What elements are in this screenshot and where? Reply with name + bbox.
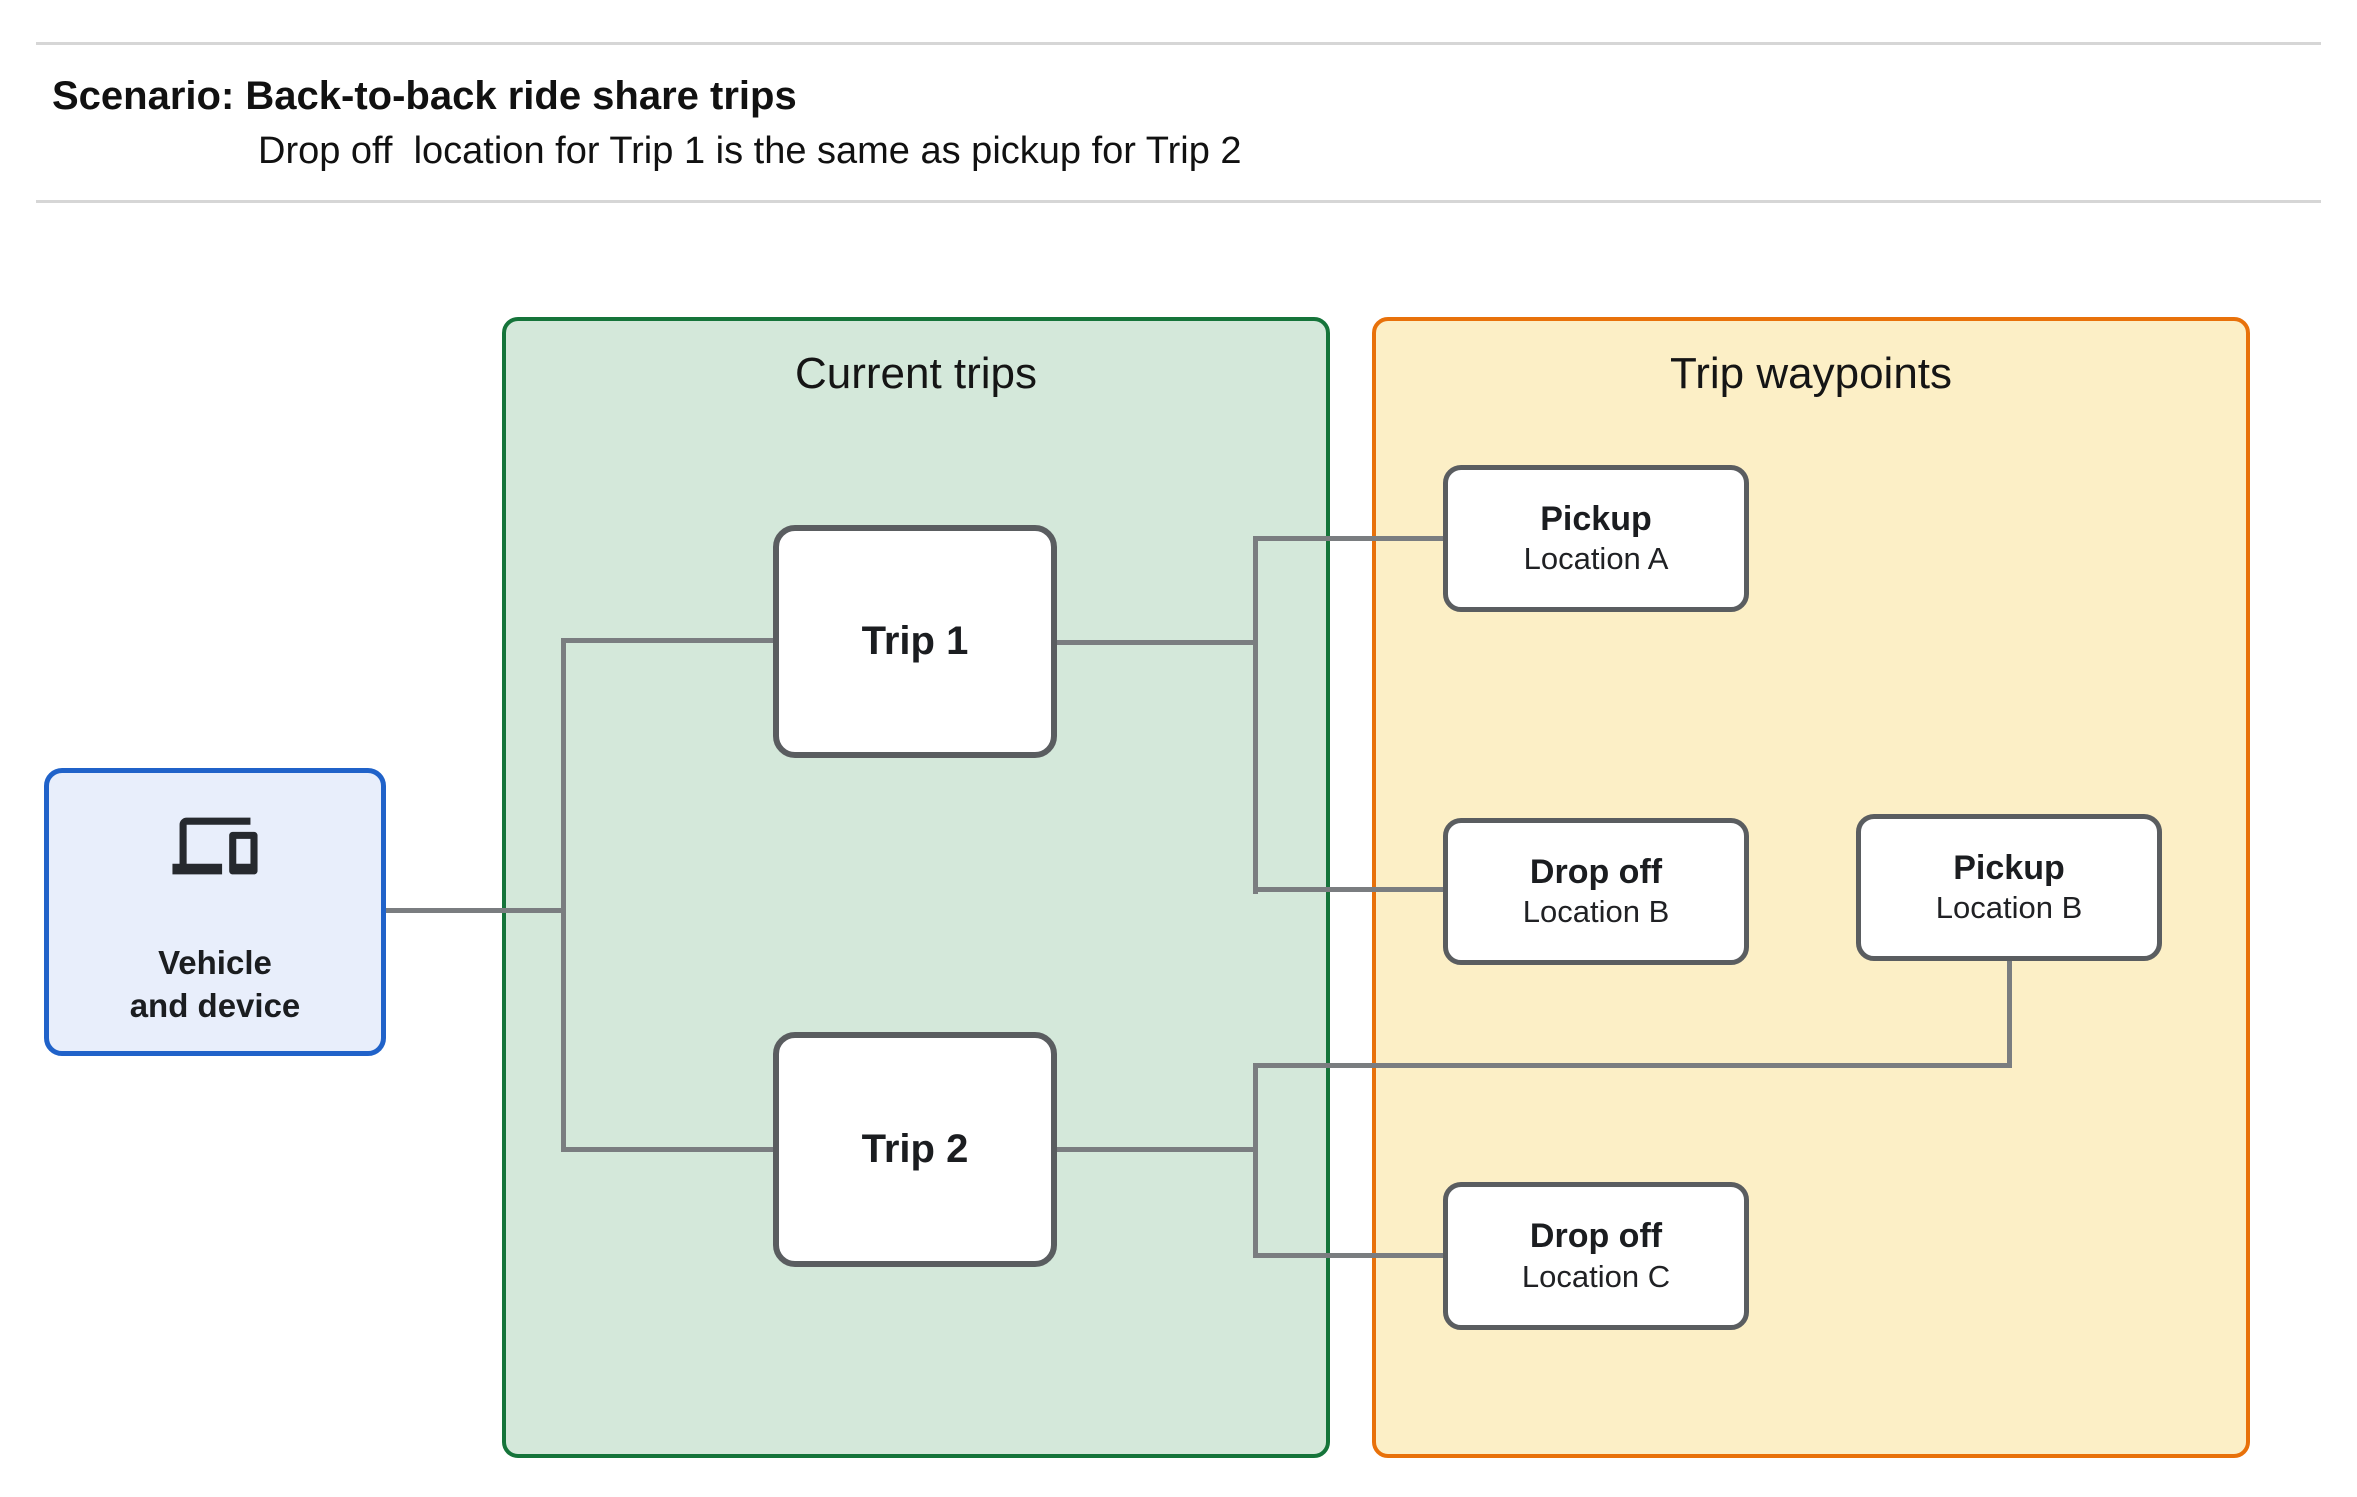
connector-trip2-to-trunk <box>1057 1147 1257 1152</box>
connector-vehicle-to-trunk <box>386 908 566 913</box>
connector-pickup-b-drop <box>2007 960 2012 1066</box>
page-title: Scenario: Back-to-back ride share trips <box>52 74 797 118</box>
waypoint-subtitle: Location A <box>1523 541 1669 577</box>
vehicle-node: Vehicle and device <box>44 768 386 1056</box>
connector-left-trunk <box>561 638 566 1152</box>
waypoint-title: Pickup <box>1953 848 2065 887</box>
connector-to-dropoff-b <box>1253 887 1445 892</box>
connector-trip1-to-trunk <box>1057 640 1257 645</box>
connector-trunk-to-trip1 <box>561 638 775 643</box>
connector-pickup-b-horizontal <box>1253 1063 2012 1068</box>
waypoint-title: Drop off <box>1529 1217 1663 1256</box>
vehicle-label-line2: and device <box>129 987 301 1024</box>
trip-2-label: Trip 2 <box>861 1127 969 1171</box>
waypoint-dropoff-location-c: Drop off Location C <box>1443 1182 1749 1330</box>
group-title-trip-waypoints: Trip waypoints <box>1669 349 1953 398</box>
vehicle-label: Vehicle and device <box>130 941 301 1027</box>
waypoint-subtitle: Location C <box>1521 1258 1671 1294</box>
waypoint-subtitle: Location B <box>1522 894 1670 930</box>
divider-top <box>36 42 2321 45</box>
waypoint-title: Pickup <box>1540 499 1652 538</box>
vehicle-label-line1: Vehicle <box>158 944 272 981</box>
trip-1-label: Trip 1 <box>861 619 969 663</box>
page-subtitle: Drop off location for Trip 1 is the same… <box>258 130 1242 172</box>
connector-to-pickup-a <box>1253 536 1445 541</box>
trip-2-node: Trip 2 <box>773 1032 1057 1267</box>
trip-1-node: Trip 1 <box>773 525 1057 758</box>
group-current-trips: Current trips <box>502 317 1330 1458</box>
connector-trunk-to-trip2 <box>561 1147 775 1152</box>
devices-icon <box>172 807 258 885</box>
group-title-current-trips: Current trips <box>794 349 1038 398</box>
connector-to-dropoff-c <box>1253 1253 1445 1258</box>
connector-right-trunk-trip2 <box>1253 1063 1258 1258</box>
waypoint-title: Drop off <box>1529 852 1663 891</box>
divider-bottom <box>36 200 2321 203</box>
connector-right-trunk-trip1 <box>1253 536 1258 894</box>
waypoint-subtitle: Location B <box>1935 890 2083 926</box>
waypoint-pickup-location-a: Pickup Location A <box>1443 465 1749 612</box>
waypoint-dropoff-location-b: Drop off Location B <box>1443 818 1749 965</box>
waypoint-pickup-location-b: Pickup Location B <box>1856 814 2162 961</box>
